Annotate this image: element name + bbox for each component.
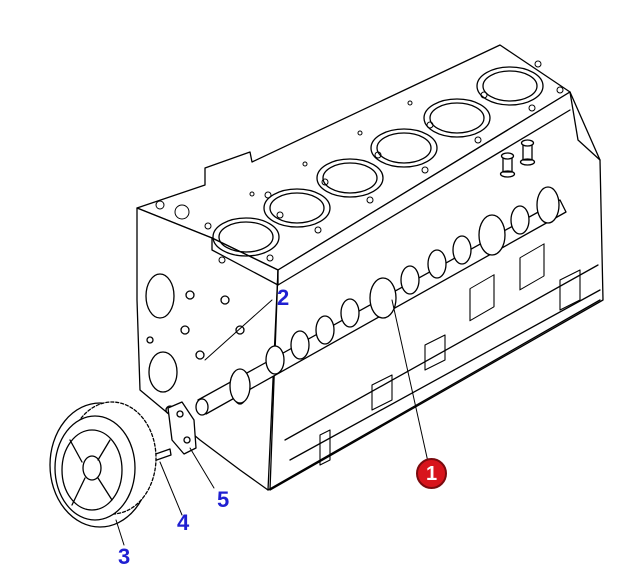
head-bolts <box>499 139 536 178</box>
thrust-plate <box>167 401 197 455</box>
side-bosses <box>319 243 581 466</box>
leader-2 <box>204 299 273 361</box>
deck-bolt-holes <box>155 60 564 264</box>
callout-3-label[interactable]: 3 <box>118 544 131 569</box>
callout-4-label[interactable]: 4 <box>177 510 190 535</box>
cylinder-block <box>136 44 604 491</box>
leader-4 <box>159 461 183 516</box>
leader-3 <box>115 519 125 546</box>
leader-1 <box>391 299 429 463</box>
leader-5 <box>189 447 215 489</box>
callout-1-badge[interactable]: 1 <box>416 458 447 489</box>
callout-2-label[interactable]: 2 <box>277 285 290 310</box>
cam-gear <box>49 401 157 528</box>
cylinder-bores <box>212 66 544 257</box>
camshaft <box>195 186 567 416</box>
leader-lines <box>115 299 429 546</box>
callout-5-label[interactable]: 5 <box>217 487 230 512</box>
front-plate-holes <box>145 273 245 415</box>
